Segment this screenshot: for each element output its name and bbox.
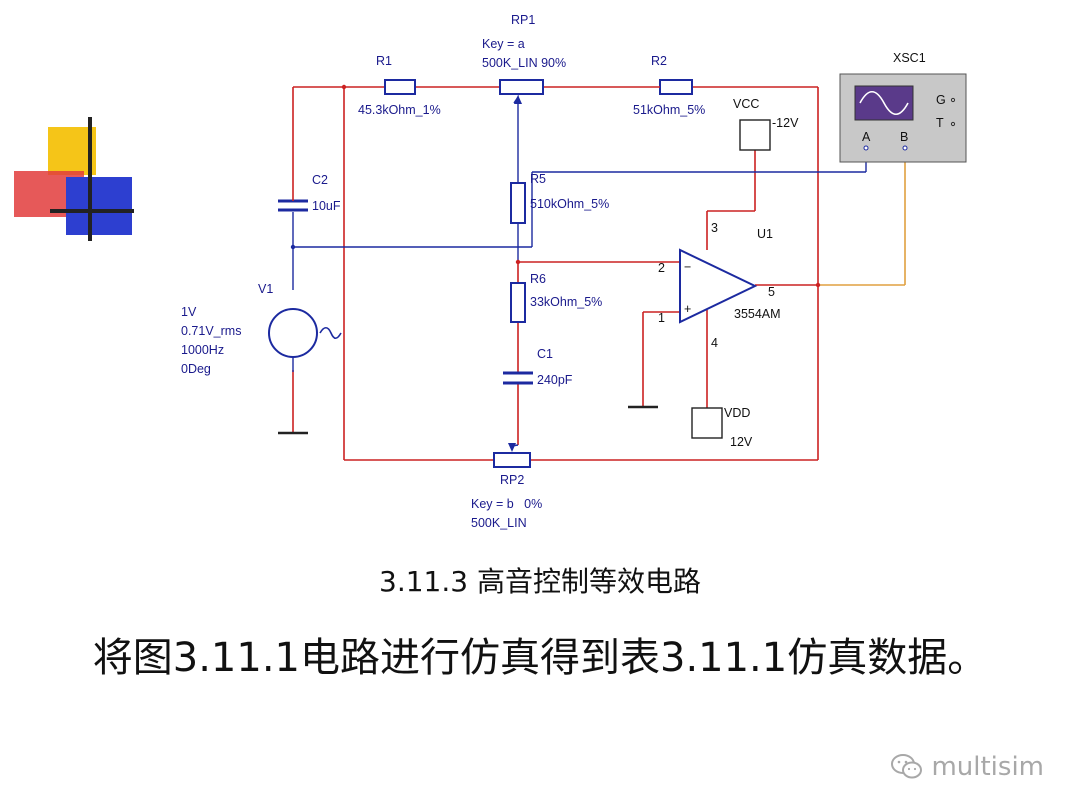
xsc1-b-label: B xyxy=(900,130,908,144)
rp1-wiper-arrow xyxy=(514,95,522,104)
xsc1-terminal-b[interactable] xyxy=(902,145,908,151)
r2-resistor[interactable] xyxy=(659,79,693,95)
r6-ref: R6 xyxy=(530,272,546,286)
wechat-icon xyxy=(891,754,923,779)
vdd-value: 12V xyxy=(730,435,753,449)
r2-value: 51kOhm_5% xyxy=(633,103,705,117)
v1-ref: V1 xyxy=(258,282,273,296)
xsc1-a-label: A xyxy=(862,130,871,144)
r1-value: 45.3kOhm_1% xyxy=(358,103,441,117)
junction-dots xyxy=(341,84,821,288)
sine-wave-icon xyxy=(859,90,909,116)
xsc1-ref: XSC1 xyxy=(893,51,926,65)
r1-ref: R1 xyxy=(376,54,392,68)
u1-pin1: 1 xyxy=(658,311,665,325)
u1-ref: U1 xyxy=(757,227,773,241)
body-text: 将图3.11.1电路进行仿真得到表3.11.1仿真数据。 xyxy=(92,635,988,681)
r6-value: 33kOhm_5% xyxy=(530,295,602,309)
xsc1-g-label: G xyxy=(936,93,946,107)
watermark: multisim xyxy=(891,752,1044,782)
r5-resistor[interactable] xyxy=(510,182,526,224)
wire-orange xyxy=(818,148,906,286)
u1-part: 3554AM xyxy=(734,307,781,321)
v1-ac-source[interactable] xyxy=(268,308,318,358)
c1-ref: C1 xyxy=(537,347,553,361)
rp2-key: Key = b 0% xyxy=(471,497,542,511)
watermark-text: multisim xyxy=(931,752,1044,782)
rp1-value: 500K_LIN 90% xyxy=(482,56,566,70)
ac-tilde-icon xyxy=(319,326,342,340)
r6-resistor[interactable] xyxy=(510,282,526,323)
wires-red xyxy=(292,86,819,461)
rp2-potentiometer[interactable] xyxy=(493,452,531,468)
rp1-key: Key = a xyxy=(482,37,525,51)
vcc-source[interactable] xyxy=(739,119,771,151)
rp2-value: 500K_LIN xyxy=(471,516,527,530)
rp2-ref: RP2 xyxy=(500,473,524,487)
c2-value: 10uF xyxy=(312,199,341,213)
v1-phase: 0Deg xyxy=(181,362,211,376)
c2-capacitor[interactable] xyxy=(278,195,308,212)
figure-caption: 3.11.3 高音控制等效电路 xyxy=(379,565,701,598)
u1-opamp[interactable] xyxy=(679,248,758,324)
xsc1-t-label: T xyxy=(936,116,944,130)
circuit-diagram: R1 45.3kOhm_1% RP1 Key = a 500K_LIN 90% … xyxy=(181,13,967,530)
wires-blue xyxy=(292,100,867,372)
rp2-wiper-arrow xyxy=(508,443,516,452)
v1-amplitude: 1V xyxy=(181,305,197,319)
slide-decoration xyxy=(14,117,134,241)
rp1-potentiometer[interactable] xyxy=(499,79,544,95)
r5-value: 510kOhm_5% xyxy=(530,197,609,211)
c1-value: 240pF xyxy=(537,373,573,387)
v1-rms: 0.71V_rms xyxy=(181,324,241,338)
u1-pin5: 5 xyxy=(768,285,775,299)
rp1-ref: RP1 xyxy=(511,13,535,27)
r2-ref: R2 xyxy=(651,54,667,68)
v1-freq: 1000Hz xyxy=(181,343,224,357)
opamp-minus-icon: − xyxy=(684,260,691,274)
c2-ref: C2 xyxy=(312,173,328,187)
xsc1-terminal-a[interactable] xyxy=(863,145,869,151)
vdd-source[interactable] xyxy=(691,407,723,439)
opamp-plus-icon: + xyxy=(684,302,691,316)
r1-resistor[interactable] xyxy=(384,79,416,95)
u1-pin3: 3 xyxy=(711,221,718,235)
c1-capacitor[interactable] xyxy=(503,371,533,385)
vcc-value: -12V xyxy=(772,116,799,130)
r5-ref: R5 xyxy=(530,172,546,186)
vcc-ref: VCC xyxy=(733,97,759,111)
u1-pin4: 4 xyxy=(711,336,718,350)
u1-pin2: 2 xyxy=(658,261,665,275)
vdd-ref: VDD xyxy=(724,406,750,420)
